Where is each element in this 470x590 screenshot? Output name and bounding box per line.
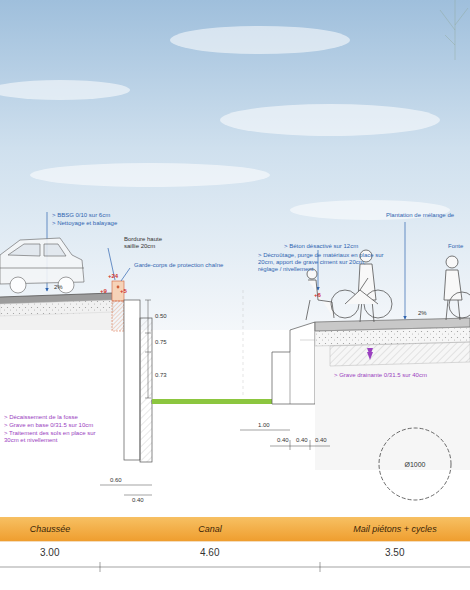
band-cell: Mail piétons + cycles: [320, 517, 470, 541]
level-mark: +5: [120, 288, 127, 295]
dimension-label: 0.50: [155, 313, 167, 320]
width-dimension: 4.60: [200, 547, 219, 559]
dimension-label: 0.73: [155, 372, 167, 379]
band-cell: Chaussée: [0, 517, 100, 541]
annotation-note: > Décroûtage, purge de matériaux en plac…: [258, 252, 386, 274]
car: [0, 238, 84, 293]
annotation-note: Plantation de mélange de: [386, 212, 454, 219]
node-text: Chaussée: [30, 524, 71, 534]
dimension-label: 2%: [418, 310, 427, 317]
sky: [0, 0, 470, 330]
dimension-label: 0.60: [110, 477, 122, 484]
canal-bed: [152, 399, 272, 404]
level-mark: +24: [108, 273, 118, 280]
band-cell: Canal: [100, 517, 320, 541]
right-wall: [272, 322, 315, 404]
node-text: Canal: [198, 524, 222, 534]
annotation-note: > BBSG 0/10 sur 6cm: [52, 212, 110, 219]
leader-lines: [47, 212, 405, 319]
curb-fixing: [117, 286, 120, 289]
annotation-note: > Nettoyage et balayage: [52, 220, 117, 227]
road: [0, 293, 113, 330]
dimension-label: 0.40: [315, 437, 327, 444]
pipe-circle: Ø1000: [378, 427, 452, 501]
width-dimension: 3.50: [385, 547, 404, 559]
dimension-lines: [0, 300, 470, 572]
curb-footing: [112, 301, 124, 331]
dimension-label: 0.40: [277, 437, 289, 444]
annotation-note: > Décaissement de la fosse: [4, 414, 78, 421]
annotation-note: > Grave en base 0/31.5 sur 10cm: [4, 422, 93, 429]
node-text: Ø1000: [404, 461, 425, 468]
tree: [440, 0, 468, 60]
annotation-note: Fonte: [448, 243, 463, 250]
level-mark: +6: [314, 292, 321, 299]
annotation-note: > Béton désactivé sur 12cm: [284, 243, 358, 250]
left-wall: [124, 300, 152, 462]
dimension-label: 2%: [54, 284, 63, 291]
pipe-ring: [379, 428, 451, 500]
dimension-label: Bordure haute saillie 20cm: [124, 236, 170, 250]
dimension-label: 0.75: [155, 339, 167, 346]
annotation-note: > Grave drainante 0/31.5 sur 40cm: [334, 372, 427, 379]
node-text: Mail piétons + cycles: [353, 524, 436, 534]
width-dimension: 3.00: [40, 547, 59, 559]
axis-line: [243, 290, 244, 398]
annotation-note: > Traitement des sols en place sur 30cm …: [4, 430, 108, 444]
level-mark: +9: [100, 288, 107, 295]
dimension-label: 1.00: [258, 422, 270, 429]
promenade: [315, 318, 470, 470]
annotation-note: Garde-corps de protection chaîne: [134, 262, 223, 269]
clouds: [0, 26, 450, 220]
dimension-label: 0.40: [132, 497, 144, 504]
dimension-label: 0.40: [296, 437, 308, 444]
